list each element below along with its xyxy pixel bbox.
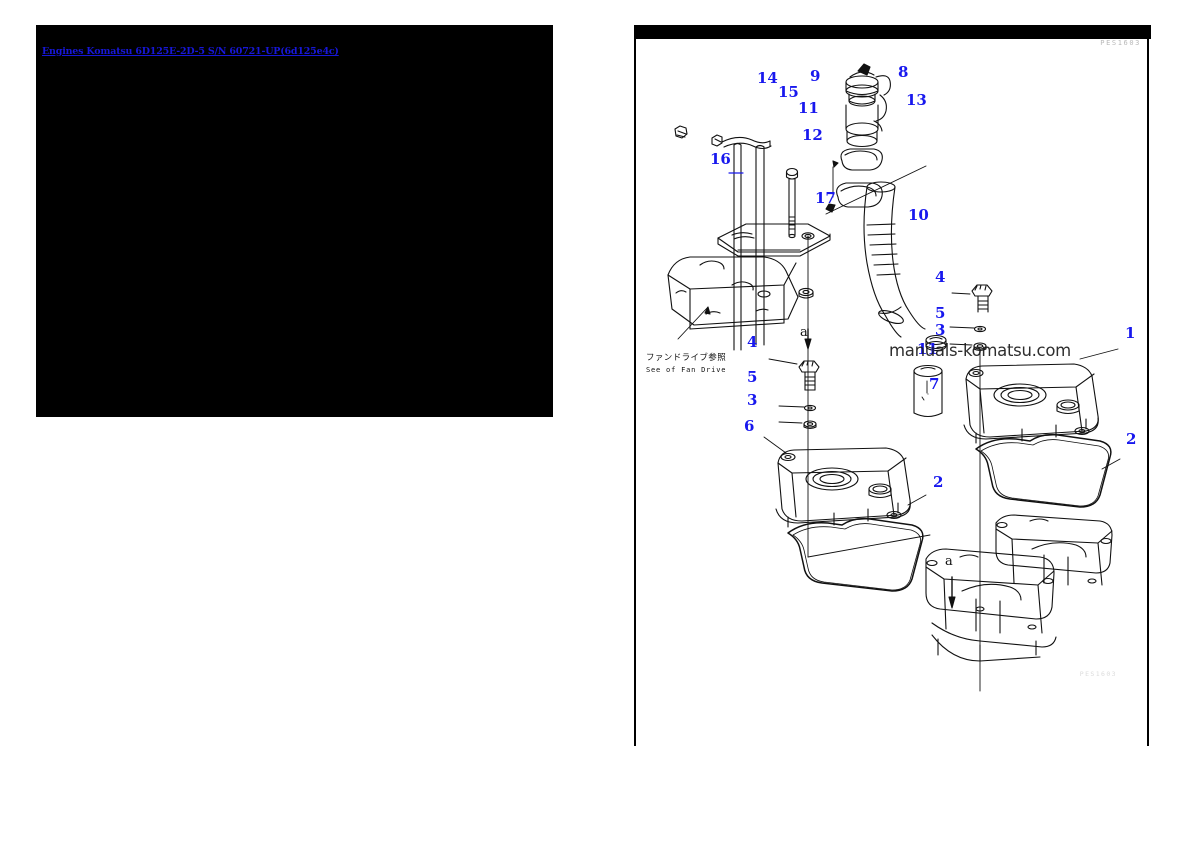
callout-13: 13 [906,91,927,109]
diagram-line-art [636,39,1151,746]
reference-note-japanese: ファンドライブ参照 [646,353,727,363]
callout-5-left: 5 [747,368,758,386]
callout-8: 8 [898,63,909,81]
callout-15: 15 [778,83,799,101]
callout-14: 14 [757,69,778,87]
callout-3-left: 3 [747,391,758,409]
callout-2-left: 2 [933,473,944,491]
site-watermark: manuals-komatsu.com [889,341,1071,360]
parts-diagram-panel: PES1603 PES1603 [634,25,1151,746]
callout-4-right: 4 [935,268,946,286]
breadcrumb-link-engine-model[interactable]: Engines Komatsu 6D125E-2D-5 S/N 60721-UP… [42,46,339,57]
callout-3-right: 3 [935,321,946,339]
diagram-svg [667,63,1121,692]
callout-16: 16 [710,150,731,168]
sheet-code-bottom: PES1603 [1079,670,1117,678]
callout-4-left: 4 [747,333,758,351]
callout-10: 10 [908,206,929,224]
callout-11-lower: 11 [917,340,938,358]
callout-6: 6 [744,417,755,435]
reference-note-english: See of Fan Drive [646,366,727,374]
section-marker-a-upper: a [800,325,808,340]
callout-2-right: 2 [1126,430,1137,448]
image-placeholder-panel: Engines Komatsu 6D125E-2D-5 S/N 60721-UP… [36,25,553,417]
callout-7: 7 [929,375,940,393]
callout-1: 1 [1125,324,1136,342]
callout-9: 9 [810,67,821,85]
diagram-header-bar [636,25,1151,39]
callout-12: 12 [802,126,823,144]
sheet-code-top: PES1603 [1100,39,1141,47]
section-marker-a-block: a [945,554,953,569]
callout-17: 17 [815,189,836,207]
callout-5-right: 5 [935,304,946,322]
callout-11-upper: 11 [798,99,819,117]
